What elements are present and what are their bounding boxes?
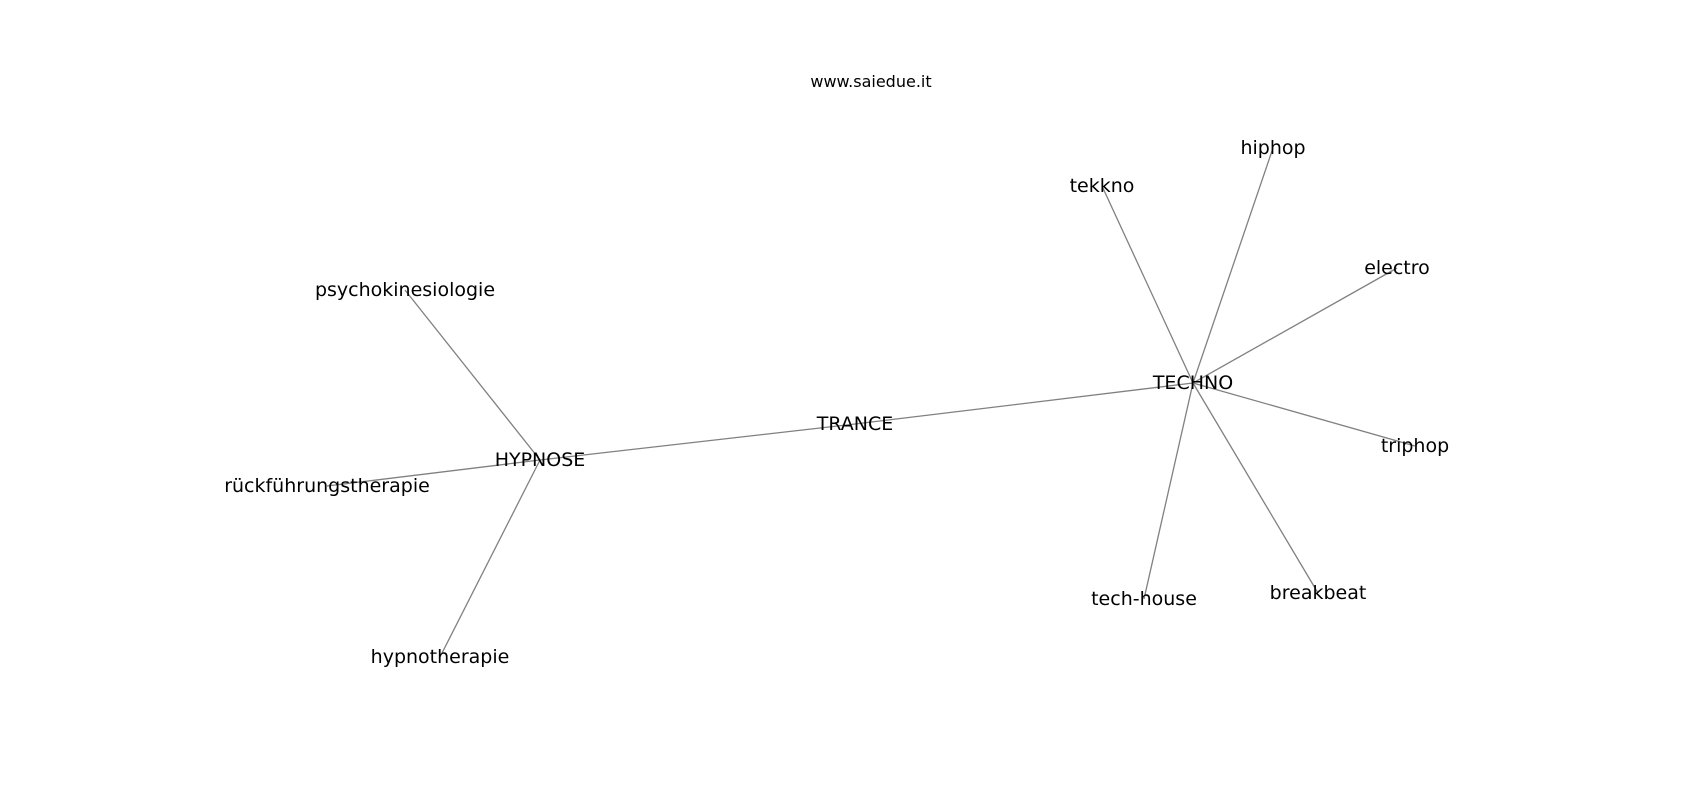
node-label-breakbeat: breakbeat: [1270, 582, 1367, 604]
edge-techno-tekkno: [1101, 185, 1194, 384]
node-label-rueckfuehrungstherapie: rückführungstherapie: [224, 475, 430, 497]
node-label-electro: electro: [1364, 257, 1430, 279]
edge-hypnose-trance: [539, 423, 856, 461]
node-label-hiphop: hiphop: [1240, 137, 1305, 159]
nodes-layer: TRANCE HYPNOSE TECHNO psychokinesiologie rüc…: [224, 137, 1449, 668]
edge-techno-tech-house: [1143, 382, 1194, 600]
node-label-psychokinesiologie: psychokinesiologie: [315, 279, 495, 301]
edge-trance-techno: [854, 382, 1194, 425]
edge-hypnose-rueckfuehrungstherapie: [326, 459, 541, 487]
edge-hypnose-psychokinesiologie: [404, 289, 541, 461]
node-label-tech-house: tech-house: [1091, 588, 1197, 610]
node-label-hypnotherapie: hypnotherapie: [371, 646, 510, 668]
node-label-triphop: triphop: [1381, 435, 1449, 457]
node-label-techno: TECHNO: [1152, 372, 1233, 394]
node-label-tekkno: tekkno: [1070, 175, 1135, 197]
edge-techno-breakbeat: [1192, 382, 1319, 594]
site-url-label: www.saiedue.it: [810, 72, 931, 91]
node-label-trance: TRANCE: [816, 413, 894, 435]
edge-hypnose-hypnotherapie: [439, 459, 541, 658]
edge-techno-triphop: [1192, 382, 1416, 447]
edges-layer: [326, 147, 1416, 658]
edge-techno-electro: [1192, 267, 1398, 384]
edge-techno-hiphop: [1192, 147, 1274, 384]
node-label-hypnose: HYPNOSE: [495, 449, 586, 471]
